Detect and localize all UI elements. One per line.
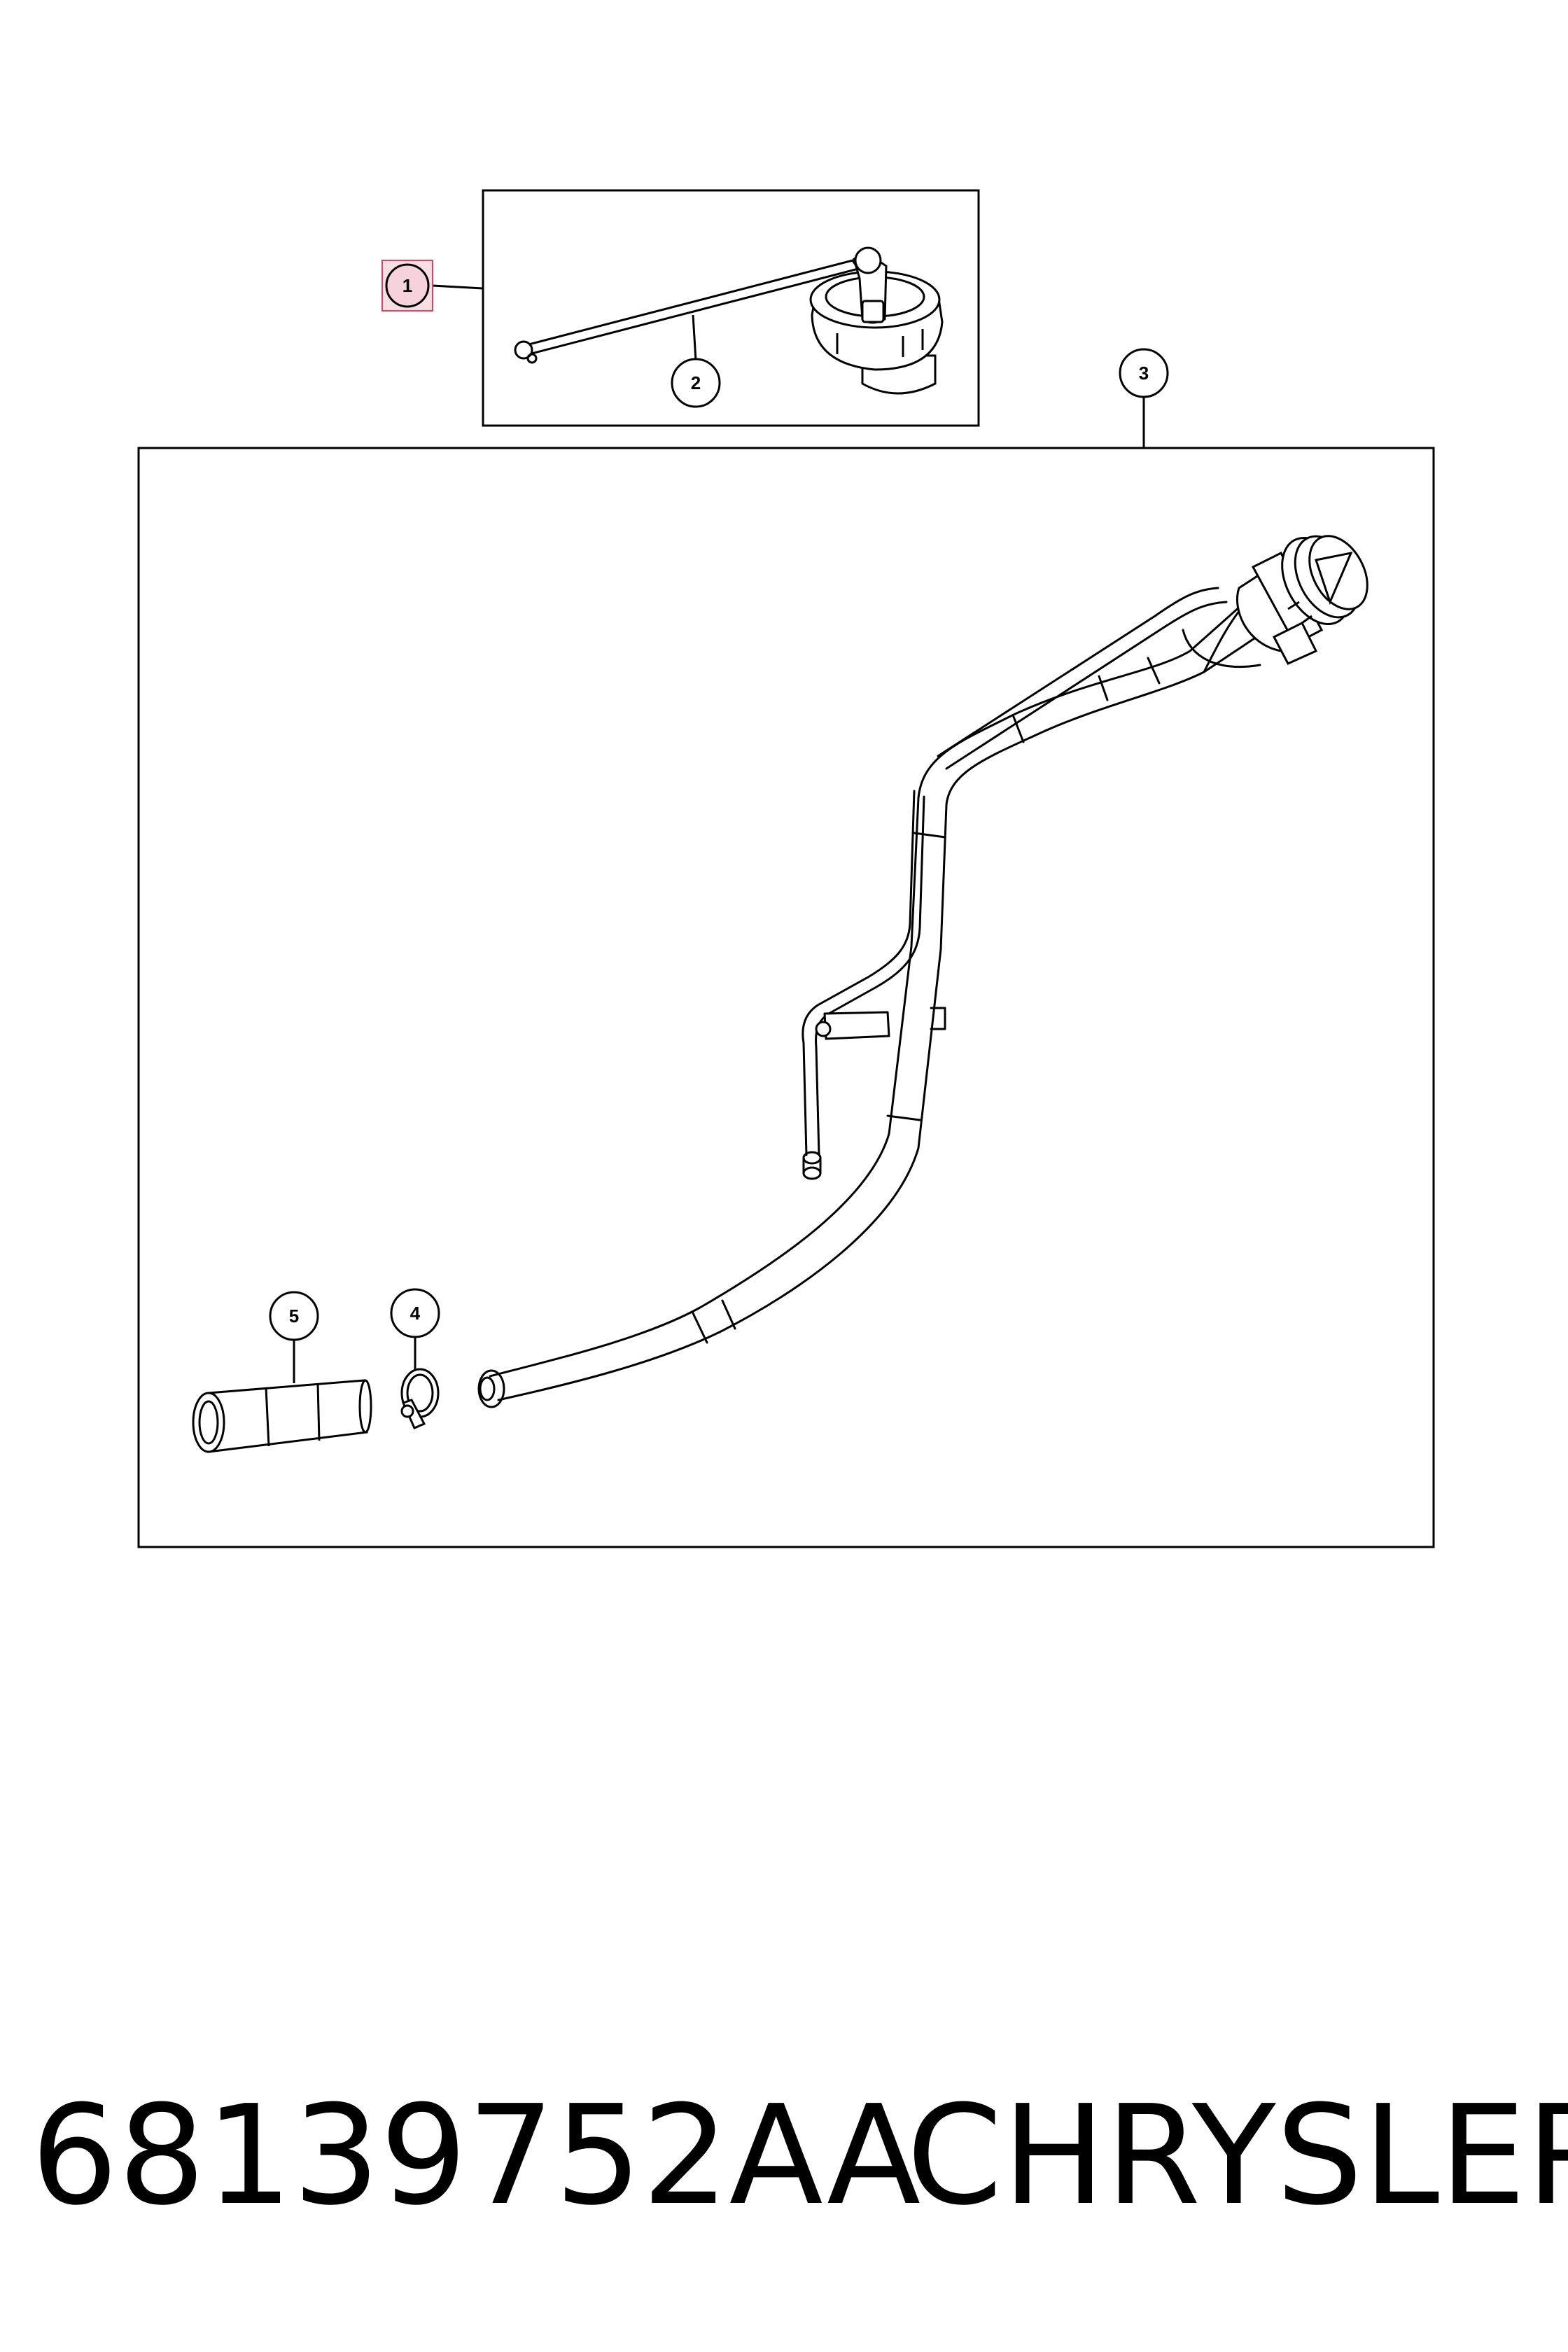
main-box-fuel-filler [137,447,1435,1548]
rubber-hose [192,1379,372,1453]
brand-name: CHRYSLER [906,2076,1568,2236]
leader-line-1 [432,284,484,290]
callout-4-label: 4 [410,1303,421,1324]
callout-1-label: 1 [402,275,412,296]
callout-5[interactable]: 5 [269,1291,319,1341]
callout-2[interactable]: 2 [671,358,721,408]
callout-4[interactable]: 4 [390,1288,440,1338]
filler-neck-head [1236,535,1368,665]
callout-2-label: 2 [691,372,701,393]
callout-1[interactable]: 1 [382,260,433,312]
inset-box-fuel-cap [482,189,980,427]
leader-line-2 [692,314,697,361]
hose-clamp [400,1368,440,1429]
callout-3-label: 3 [1139,363,1149,384]
parts-diagram: 1 2 3 4 5 [137,189,1435,1548]
callout-5-label: 5 [289,1306,299,1326]
fuel-filler-tube [477,587,1268,1408]
tether-strap [514,259,860,364]
fuel-cap [809,246,944,395]
part-number: 68139752AA [31,2076,921,2236]
callout-3[interactable]: 3 [1119,348,1169,398]
